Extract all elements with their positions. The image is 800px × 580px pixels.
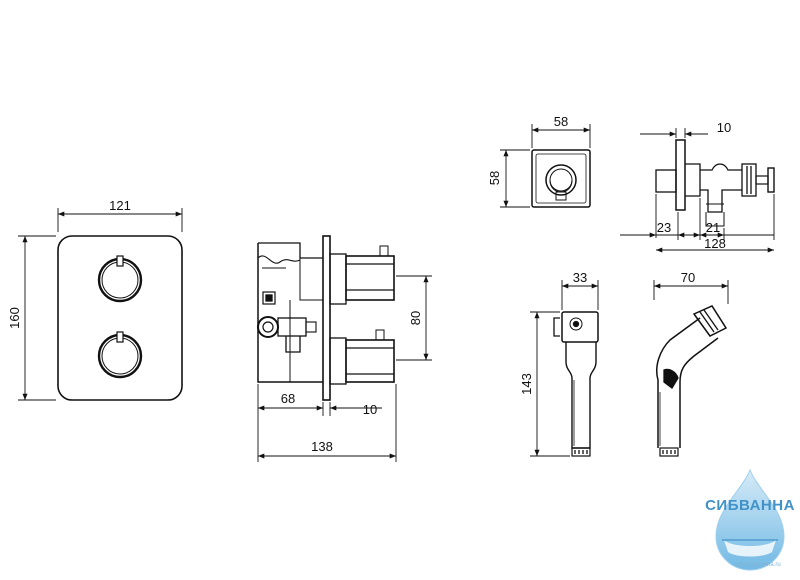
dim-holder-width	[531, 124, 591, 148]
dim-valve-bottom	[620, 194, 775, 253]
dim-label-valve-outlet: 21	[706, 220, 720, 235]
lower-outlet	[329, 337, 347, 385]
hand-shower-front-view	[553, 311, 599, 457]
dim-label-handshower-side-width: 70	[681, 270, 695, 285]
upper-outlet	[329, 253, 347, 305]
faceplate-outline	[57, 235, 183, 401]
dim-faceplate-width	[57, 208, 183, 232]
dim-valve-top-offset	[640, 128, 708, 138]
angle-valve-side-view	[655, 139, 775, 227]
dim-label-valve-flange: 23	[657, 220, 671, 235]
dim-label-valve-length: 128	[704, 236, 726, 251]
dim-label-plate-offset: 10	[363, 402, 377, 417]
dim-label-body-depth: 68	[281, 391, 295, 406]
brand-name: СИБВАННА	[705, 497, 795, 514]
dim-label-valve-top-offset: 10	[717, 120, 731, 135]
brand-url: www.sibvanna.ru	[734, 562, 780, 568]
dim-label-overall-depth: 138	[311, 439, 333, 454]
dim-handshower-width	[561, 280, 599, 310]
dim-handshower-length	[530, 311, 570, 457]
faceplate-front-view	[57, 235, 183, 401]
dim-label-faceplate-height: 160	[7, 307, 22, 329]
dim-holder-height	[500, 149, 530, 208]
dim-label-holder-height: 58	[487, 171, 502, 185]
dim-outlet-spacing	[396, 275, 432, 361]
dim-label-holder-width: 58	[554, 114, 568, 129]
brand-logo: СИБВАННА www.sibvanna.ru	[705, 468, 795, 571]
dim-label-handshower-length: 143	[519, 373, 534, 395]
dim-body-depth	[257, 384, 397, 462]
dim-label-outlet-spacing: 80	[408, 311, 423, 325]
mounting-plate	[322, 235, 331, 401]
dim-label-faceplate-width: 121	[109, 198, 131, 213]
dim-handshower-side-width	[653, 280, 729, 304]
upper-handle	[97, 255, 143, 303]
lower-handle	[97, 331, 143, 379]
dim-faceplate-height	[18, 235, 56, 401]
hand-shower-side-view	[656, 305, 728, 457]
concealed-body-side-view	[257, 235, 395, 401]
dim-label-handshower-width: 33	[573, 270, 587, 285]
wall-holder-front-view	[531, 149, 591, 208]
